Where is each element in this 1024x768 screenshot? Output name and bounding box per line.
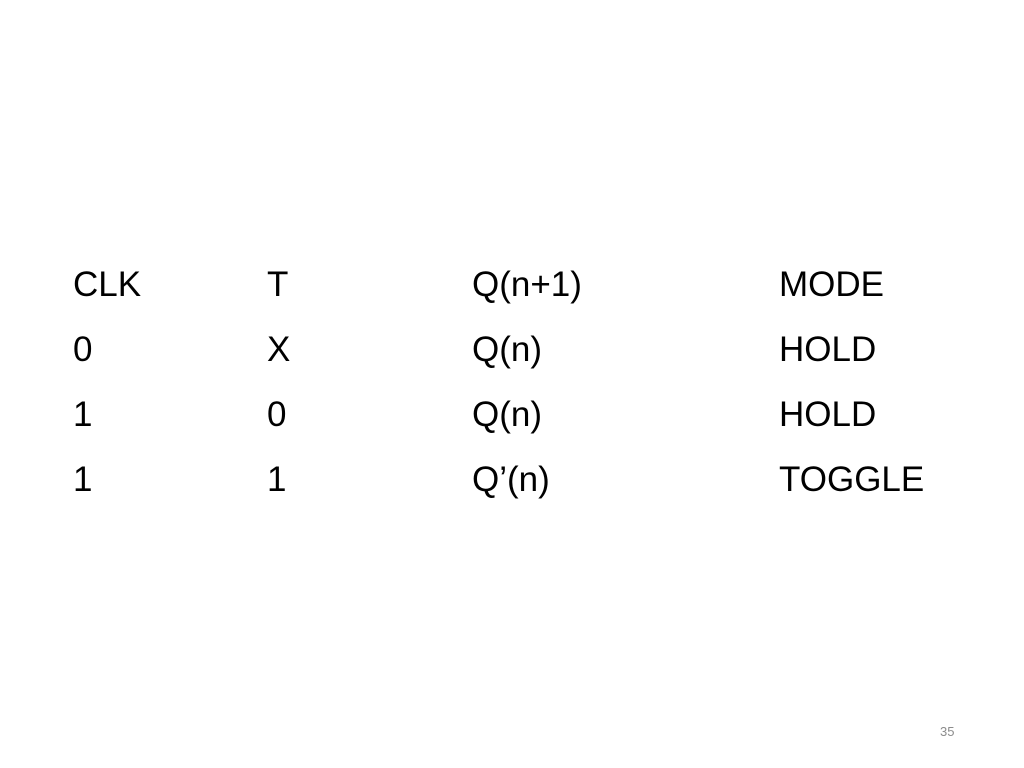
cell-next-state: Q(n) — [472, 394, 542, 434]
cell-mode: HOLD — [779, 394, 877, 434]
table-row: 0 X Q(n) HOLD — [73, 317, 939, 382]
header-clk: CLK — [73, 264, 142, 304]
truth-table: CLK T Q(n+1) MODE 0 X Q(n) HOLD 1 0 Q(n)… — [73, 252, 939, 512]
table-row: 1 0 Q(n) HOLD — [73, 382, 939, 447]
cell-t: X — [267, 329, 291, 369]
table-row: 1 1 Q’(n) TOGGLE — [73, 447, 939, 512]
table-header-row: CLK T Q(n+1) MODE — [73, 252, 939, 317]
header-next-state: Q(n+1) — [472, 264, 582, 304]
cell-mode: HOLD — [779, 329, 877, 369]
header-t: T — [267, 264, 289, 304]
cell-mode: TOGGLE — [779, 459, 925, 499]
cell-t: 0 — [267, 394, 287, 434]
cell-next-state: Q(n) — [472, 329, 542, 369]
cell-clk: 1 — [73, 459, 93, 499]
page-number: 35 — [940, 724, 955, 739]
cell-t: 1 — [267, 459, 287, 499]
cell-next-state: Q’(n) — [472, 459, 550, 499]
header-mode: MODE — [779, 264, 884, 304]
cell-clk: 1 — [73, 394, 93, 434]
cell-clk: 0 — [73, 329, 93, 369]
